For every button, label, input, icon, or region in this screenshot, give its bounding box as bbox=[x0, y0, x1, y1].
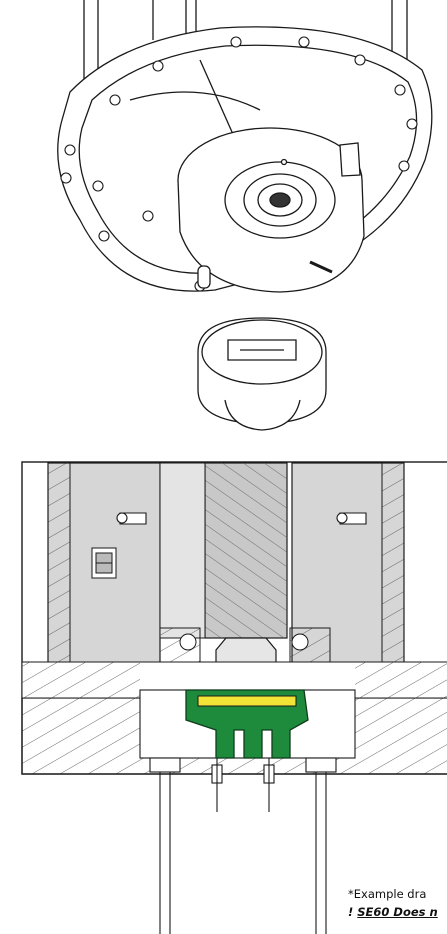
caption-example-note: *Example dra bbox=[348, 887, 427, 901]
alignment-pin bbox=[197, 265, 211, 289]
caption-warning: ! SE60 Does n bbox=[348, 905, 438, 919]
actuator-iso-view bbox=[57, 0, 433, 293]
mounting-bolts bbox=[149, 757, 337, 934]
caption-warning-mark: ! bbox=[348, 905, 354, 919]
bearings bbox=[159, 627, 331, 665]
coupling-key-yellow bbox=[197, 695, 297, 707]
housing-pins bbox=[116, 512, 367, 525]
caption-warning-text: SE60 Does n bbox=[357, 905, 438, 919]
actuator-flange-inner bbox=[78, 44, 418, 274]
coupling-green bbox=[185, 689, 309, 759]
actuator-body-lines bbox=[83, 0, 408, 90]
sensor-module bbox=[91, 547, 117, 579]
coupling-insert-iso bbox=[197, 317, 327, 431]
section-view bbox=[21, 461, 447, 934]
